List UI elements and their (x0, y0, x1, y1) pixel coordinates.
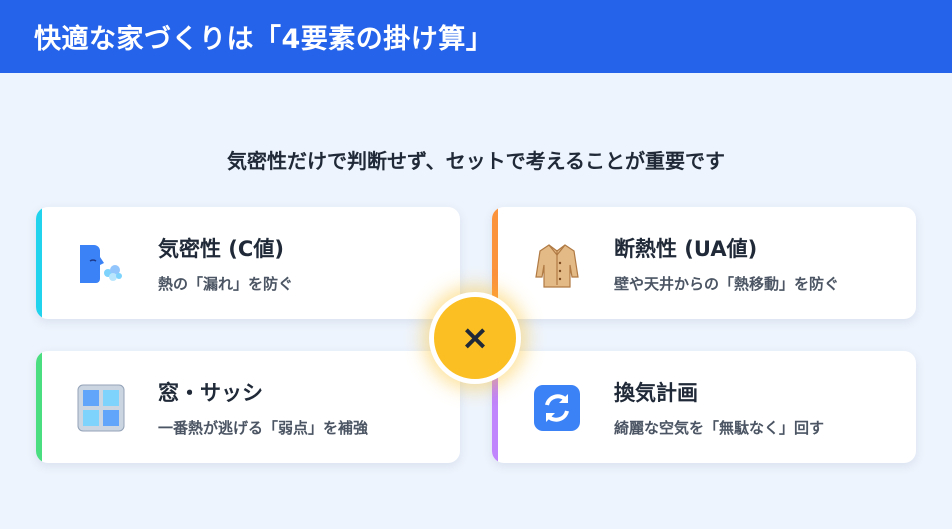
card-accent-bar (492, 351, 498, 463)
coat-icon (532, 239, 582, 289)
cycle-arrows-icon (532, 383, 582, 433)
blowing-face-icon (76, 239, 126, 289)
card-title: 気密性 (C値) (158, 237, 284, 261)
card-title: 断熱性 (UA値) (614, 237, 758, 261)
card-accent-bar (492, 207, 498, 319)
card-insulation: 断熱性 (UA値) 壁や天井からの「熱移動」を防ぐ (492, 207, 916, 319)
card-accent-bar (36, 351, 42, 463)
card-description: 壁や天井からの「熱移動」を防ぐ (614, 275, 840, 293)
card-airtightness: 気密性 (C値) 熱の「漏れ」を防ぐ (36, 207, 460, 319)
header-bar: 快適な家づくりは「4要素の掛け算」 (0, 0, 952, 73)
card-title: 換気計画 (614, 381, 698, 405)
card-ventilation: 換気計画 綺麗な空気を「無駄なく」回す (492, 351, 916, 463)
card-window-sash: 窓・サッシ 一番熱が逃げる「弱点」を補強 (36, 351, 460, 463)
card-accent-bar (36, 207, 42, 319)
window-icon (76, 383, 126, 433)
card-title: 窓・サッシ (158, 381, 263, 405)
subtitle: 気密性だけで判断せず、セットで考えることが重要です (227, 149, 725, 173)
page-title: 快適な家づくりは「4要素の掛け算」 (34, 24, 494, 55)
multiply-badge: × (429, 292, 521, 384)
card-description: 綺麗な空気を「無駄なく」回す (614, 419, 825, 437)
multiply-icon: × (460, 318, 490, 358)
card-description: 一番熱が逃げる「弱点」を補強 (158, 419, 369, 437)
card-description: 熱の「漏れ」を防ぐ (158, 275, 294, 293)
